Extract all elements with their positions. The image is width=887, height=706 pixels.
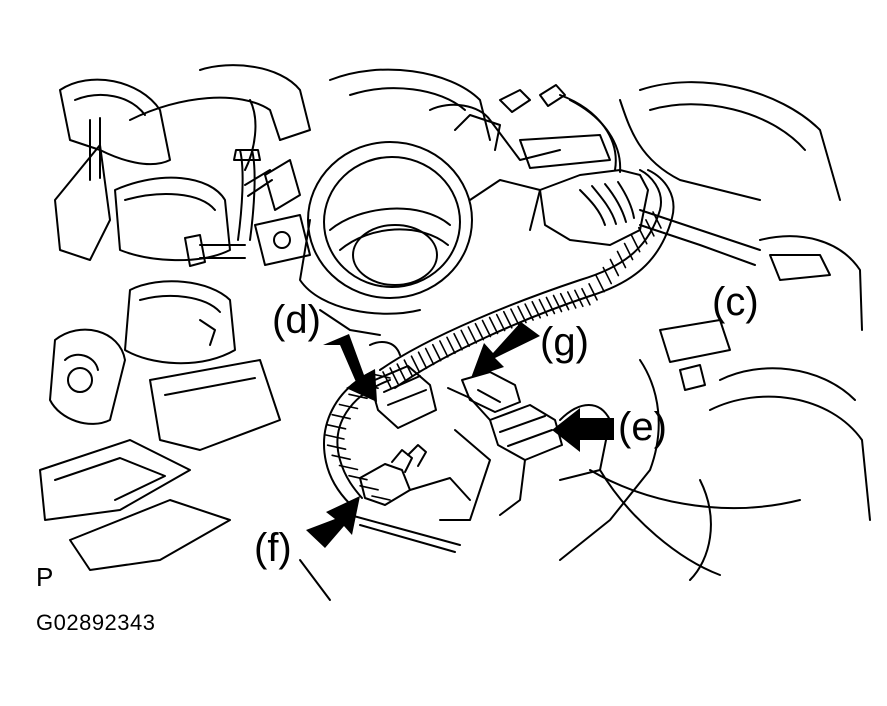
harness-rib <box>595 274 605 293</box>
harness-rib <box>338 464 359 471</box>
harness-rib <box>439 340 449 358</box>
harness-rib <box>495 313 506 332</box>
harness-rib <box>602 266 613 285</box>
harness-rib <box>630 234 641 253</box>
harness-rib <box>574 289 584 308</box>
sensor-connector-e <box>439 404 611 521</box>
harness-rib <box>325 434 345 440</box>
harness-rib <box>424 347 435 366</box>
callout-label-g: (g) <box>540 320 589 364</box>
harness-rib <box>467 326 478 344</box>
harness-rib <box>502 310 513 329</box>
harness-rib <box>566 291 577 309</box>
harness-rib <box>623 242 634 261</box>
arrow-g <box>471 322 540 378</box>
harness-rib <box>559 292 570 311</box>
harness-rib <box>510 308 520 326</box>
harness-rib <box>552 294 563 313</box>
harness-rib <box>382 371 392 389</box>
harness-rib <box>403 359 414 377</box>
arrow-e <box>552 408 614 452</box>
throttle-body <box>299 114 541 356</box>
sensor-connector-g <box>447 371 521 421</box>
harness-rib <box>326 444 347 450</box>
view-letter: P <box>36 562 54 592</box>
right-engine-parts <box>559 99 871 581</box>
harness-rib <box>410 355 421 373</box>
harness-rib <box>326 424 347 430</box>
harness-rib <box>417 351 428 370</box>
callout-label-f: (f) <box>254 526 292 570</box>
harness-rib <box>481 319 492 338</box>
harness-rib <box>371 495 391 501</box>
harness-rib <box>645 219 655 237</box>
harness-rib <box>616 250 627 269</box>
connector-d <box>369 365 437 429</box>
arrow-f <box>306 496 360 548</box>
harness-rib <box>488 316 499 335</box>
harness-rib <box>396 363 407 381</box>
wire-harness <box>323 169 675 505</box>
harness-rib <box>538 298 549 317</box>
harness-rib <box>348 474 368 481</box>
harness-rib <box>474 322 485 341</box>
left-engine-parts <box>39 64 311 571</box>
callout-label-d: (d) <box>272 298 321 342</box>
harness-connector-top <box>539 169 649 246</box>
lower-lines <box>299 469 721 601</box>
harness-rib <box>609 258 620 277</box>
callout-label-c: (c) <box>712 280 759 324</box>
harness-rib <box>446 336 456 355</box>
connector-f <box>359 444 471 506</box>
harness-rib <box>460 329 470 348</box>
top-engine-parts <box>244 68 841 266</box>
figure-id: G02892343 <box>36 610 156 635</box>
callout-label-e: (e) <box>618 405 667 449</box>
harness-rib <box>524 303 534 321</box>
harness-rib <box>338 403 359 410</box>
harness-rib <box>431 343 442 362</box>
harness-rib <box>453 332 463 351</box>
harness-rib <box>652 211 662 229</box>
arrow-d <box>323 334 377 402</box>
harness-rib <box>517 305 527 324</box>
harness-rib <box>348 393 368 400</box>
harness-rib <box>545 296 556 315</box>
harness-rib <box>389 367 399 385</box>
harness-rib <box>531 300 542 319</box>
harness-rib <box>331 413 351 420</box>
harness-rib <box>331 454 351 461</box>
harness-rib <box>588 283 598 301</box>
harness-rib <box>581 287 591 306</box>
